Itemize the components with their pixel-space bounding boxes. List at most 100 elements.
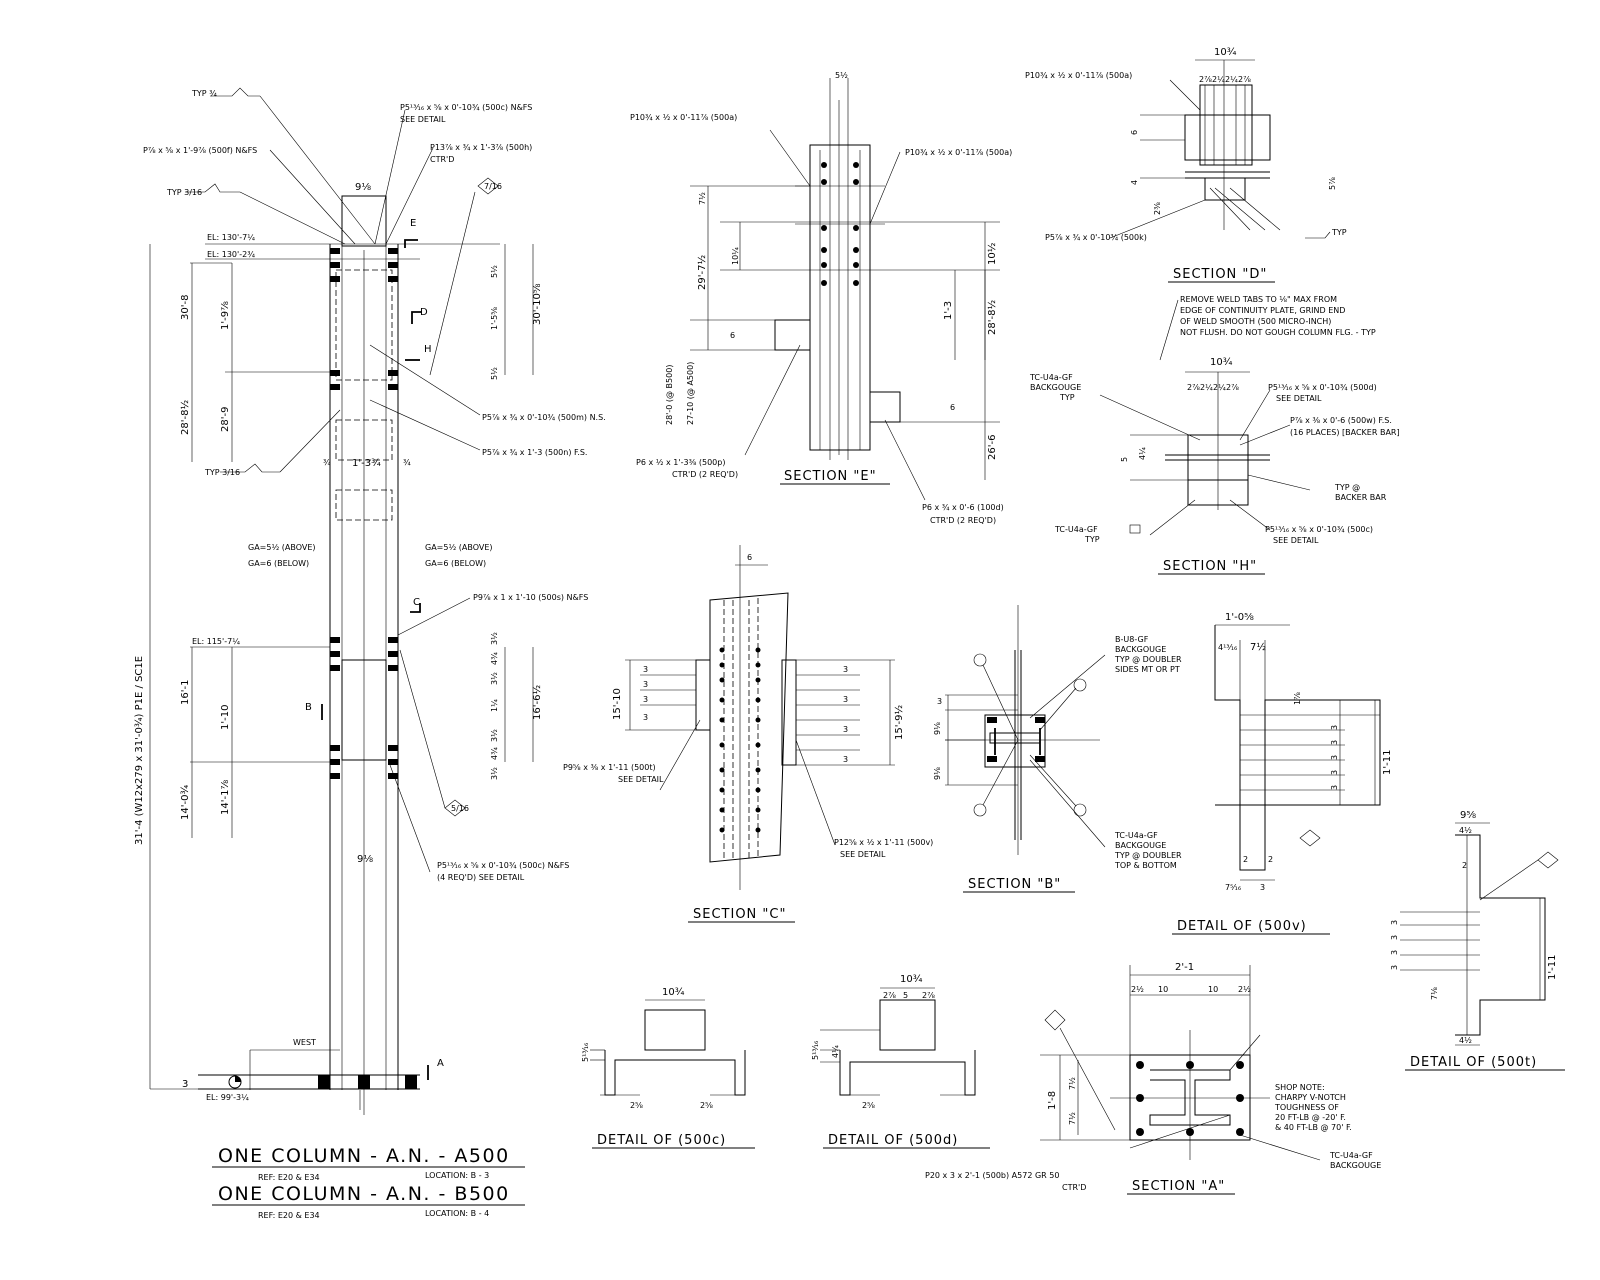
detail-500v: 1'-0⅝ 4¹³⁄₁₆ 7½ 1⅞ 3 3 3 3 3 1'-11 2 2 7… <box>1172 612 1393 935</box>
dim-500d-5: 4¼ <box>831 1045 840 1058</box>
dim-500v-7: 3 <box>1330 770 1339 775</box>
dim-500d-4: 5¹³⁄₁₆ <box>811 1041 820 1060</box>
dim-c-l2: 3 <box>643 680 648 689</box>
dim-500v-6: 3 <box>1330 755 1339 760</box>
dim-a-2: 10 <box>1158 985 1168 994</box>
dim-a-3: 10 <box>1208 985 1218 994</box>
dim-right-4: 30'-10⅝ <box>532 283 543 325</box>
ref-b500: REF: E20 & E34 <box>258 1211 320 1220</box>
dim-500t-2: 2 <box>1462 861 1467 870</box>
callout-500c-bottom: P5¹³⁄₁₆ x ⅝ x 0'-10¾ (500c) N&FS <box>437 861 569 870</box>
dim-500d-3: 2⅞ <box>922 991 935 1000</box>
callout-a-backgouge: BACKGOUGE <box>1330 1161 1381 1170</box>
dim-bottom-width: 9⅛ <box>357 854 373 865</box>
dim-e-11: 26'-6 <box>987 435 998 460</box>
dim-500v-9: 1'-11 <box>1382 750 1393 775</box>
section-mark-c: C <box>413 597 420 608</box>
dim-e-9: 6 <box>730 331 735 340</box>
callout-e-500p: P6 x ½ x 1'-3⅜ (500p) <box>636 458 725 467</box>
note-h-3: OF WELD SMOOTH (500 MICRO-INCH) <box>1180 317 1331 326</box>
callout-h-backgouge: BACKGOUGE <box>1030 383 1081 392</box>
dim-e-2: 29'-7½ <box>696 255 708 290</box>
dim-c-l4: 3 <box>643 713 648 722</box>
dim-right-7: 3½ <box>490 672 499 685</box>
elevation-second: EL: 130'-2¾ <box>207 250 255 259</box>
callout-500c-top: P5¹³⁄₁₆ x ⅝ x 0'-10¾ (500c) N&FS <box>400 103 532 112</box>
detail-500v-title: DETAIL OF (500v) <box>1177 919 1307 934</box>
section-b-title: SECTION "B" <box>968 877 1061 892</box>
callout-ctrd-h: CTR'D <box>430 155 454 164</box>
shop-note-1: SHOP NOTE: <box>1275 1083 1325 1092</box>
column-elevation: 31'-4 (W12x279 x 31'-0¾) P1E / SC1E EL: … <box>134 87 606 1115</box>
detail-500c: 10¾ 5¹³⁄₁₆ 2⅝ 2⅝ DETAIL OF (500c) <box>581 987 755 1149</box>
dim-c-r2: 3 <box>843 695 848 704</box>
elevation-top: EL: 130'-7¼ <box>207 233 255 242</box>
dim-c-l3: 3 <box>643 695 648 704</box>
callout-b-backgouge-2: BACKGOUGE <box>1115 841 1166 850</box>
dim-a-5: 1'-8 <box>1047 1091 1058 1110</box>
section-h-title: SECTION "H" <box>1163 559 1257 574</box>
callout-b-backgouge-1: BACKGOUGE <box>1115 645 1166 654</box>
shop-note-3: TOUGHNESS OF <box>1274 1103 1339 1112</box>
dim-c-right-total: 15'-9½ <box>893 705 905 740</box>
dim-e-1: 7½ <box>698 192 707 205</box>
callout-b-sides: SIDES MT OR PT <box>1115 665 1180 674</box>
dim-d-3: 2¼ <box>1225 75 1238 84</box>
callout-c-see-detail-1: SEE DETAIL <box>618 775 664 784</box>
dim-500c-width: 10¾ <box>662 987 685 998</box>
callout-typ-top: TYP ¾ <box>191 89 217 98</box>
section-mark-e: E <box>410 218 416 229</box>
dim-a-4: 2½ <box>1238 985 1251 994</box>
dim-left-4: 28'-9 <box>220 407 231 432</box>
callout-500m: P5⅞ x ¾ x 0'-10¾ (500m) N.S. <box>482 413 606 422</box>
dim-d-7: 2⅜ <box>1153 202 1162 215</box>
dim-h-1: 2⅞ <box>1187 383 1200 392</box>
note-h-2: EDGE OF CONTINUITY PLATE, GRIND END <box>1180 306 1345 315</box>
overall-dimension: 31'-4 (W12x279 x 31'-0¾) P1E / SC1E <box>134 656 145 845</box>
callout-500h: P13⅞ x ¾ x 1'-3⅞ (500h) <box>430 143 532 152</box>
title-block: ONE COLUMN - A.N. - A500 REF: E20 & E34 … <box>212 1145 525 1220</box>
detail-500d-title: DETAIL OF (500d) <box>828 1133 958 1148</box>
dim-left-2: 28'-8½ <box>179 400 191 435</box>
dim-e-8: 27-10 (@ A500) <box>686 362 695 425</box>
dim-h-6: 4¼ <box>1138 447 1147 460</box>
dim-500t-9: 4½ <box>1459 1036 1472 1045</box>
dim-a-6: 7½ <box>1068 1077 1077 1090</box>
callout-4-reqd: (4 REQ'D) SEE DETAIL <box>437 873 525 882</box>
dim-500t-8: 7⅛ <box>1430 987 1439 1000</box>
callout-h-typ-at: TYP @ <box>1334 483 1360 492</box>
callout-b-typ-doubler-2: TYP @ DOUBLER <box>1114 851 1182 860</box>
dim-right-1: 5½ <box>490 265 499 278</box>
callout-500n: P5⅞ x ¾ x 1'-3 (500n) F.S. <box>482 448 587 457</box>
dim-d-5: 6 <box>1130 130 1139 135</box>
dim-b-3: 9⅛ <box>933 767 942 780</box>
section-e: 5½ 7½ 29'-7½ 10¼ 10½ 1'-3 28'-8½ 28'-0 (… <box>630 71 1012 525</box>
callout-h-500w: P⅞ x ⅜ x 0'-6 (500w) F.S. <box>1290 416 1392 425</box>
section-h: REMOVE WELD TABS TO ⅛" MAX FROM EDGE OF … <box>1029 295 1400 575</box>
dim-right-gap: ¾ <box>403 458 411 467</box>
callout-c-500t: P9⅝ x ⅜ x 1'-11 (500t) <box>563 763 656 772</box>
dim-left-1: 30'-8 <box>180 295 191 320</box>
callout-e-500a-left: P10¾ x ½ x 0'-11⅞ (500a) <box>630 113 737 122</box>
bolt-holes-e <box>821 162 859 286</box>
dim-c-r1: 3 <box>843 665 848 674</box>
dim-d-8: 5⅞ <box>1328 177 1337 190</box>
detail-500c-title: DETAIL OF (500c) <box>597 1133 726 1148</box>
callout-h-see-detail-2: SEE DETAIL <box>1273 536 1319 545</box>
ga-above-right: GA=5½ (ABOVE) <box>425 543 493 552</box>
dim-h-width: 10¾ <box>1210 357 1233 368</box>
dim-500d-2: 5 <box>903 991 908 1000</box>
location-b500: LOCATION: B - 4 <box>425 1209 489 1218</box>
section-d-title: SECTION "D" <box>1173 267 1267 282</box>
dim-h-3: 2¼ <box>1213 383 1226 392</box>
callout-h-500d: P5¹³⁄₁₆ x ⅝ x 0'-10¾ (500d) <box>1268 383 1377 392</box>
section-c-title: SECTION "C" <box>693 907 786 922</box>
section-c: 6 15'-10 3 3 3 3 3 3 3 3 15'-9½ P9⅝ x ⅜ … <box>563 545 933 923</box>
callout-h-typ: TYP <box>1059 393 1075 402</box>
continuity-plate-marks <box>318 248 417 1089</box>
dim-d-4: 2⅞ <box>1238 75 1251 84</box>
dim-a-7: 7½ <box>1068 1112 1077 1125</box>
note-h-1: REMOVE WELD TABS TO ⅛" MAX FROM <box>1180 295 1337 304</box>
callout-b-tc: TC-U4a-GF <box>1114 831 1158 840</box>
dim-right-9: 3½ <box>490 729 499 742</box>
